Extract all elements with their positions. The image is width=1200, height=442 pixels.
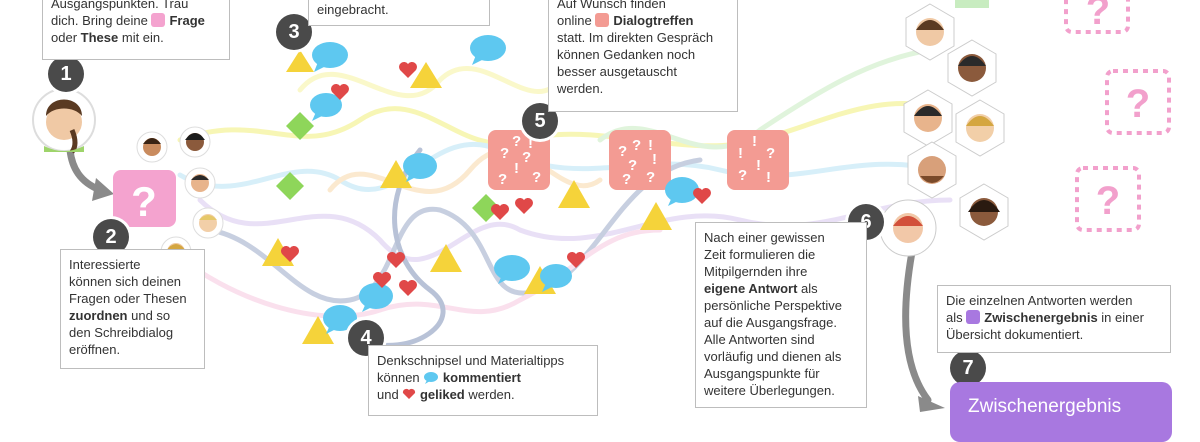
info-box-step1: Ausgangspunkten. Trau dich. Bring deine … bbox=[42, 0, 230, 60]
info-box-step6: Nach einer gewissen Zeit formulieren die… bbox=[695, 222, 867, 408]
frage-square-icon bbox=[151, 13, 166, 27]
avatar-main bbox=[32, 88, 96, 154]
step-badge-3: 3 bbox=[276, 14, 312, 50]
question-glyph: ? bbox=[632, 137, 641, 154]
exclamation-glyph: ! bbox=[514, 160, 519, 177]
diamonds bbox=[276, 112, 500, 222]
zwischenergebnis-box: Zwischenergebnis bbox=[950, 382, 1172, 442]
zwischen-square-icon bbox=[966, 310, 981, 324]
heart-icon bbox=[403, 388, 416, 399]
question-glyph: ? bbox=[622, 171, 631, 188]
dialog-meeting-blocks: ??!? !?? ??!! ??? !!?! ?! bbox=[488, 130, 789, 190]
question-glyph: ? bbox=[500, 145, 509, 162]
question-glyph: ? bbox=[522, 149, 531, 166]
question-glyph: ? bbox=[512, 133, 521, 150]
meeting-block-2 bbox=[609, 130, 671, 190]
question-glyph: ? bbox=[498, 171, 507, 188]
comment-icon bbox=[424, 372, 439, 384]
meeting-block-3 bbox=[727, 130, 789, 190]
question-glyph: ? bbox=[618, 143, 627, 160]
question-glyph: ? bbox=[532, 169, 541, 186]
placeholder-q-2: ? bbox=[1126, 82, 1150, 126]
exclamation-glyph: ! bbox=[738, 145, 743, 162]
question-glyph: ? bbox=[766, 145, 775, 162]
dialog-paths bbox=[167, 47, 953, 348]
triangles bbox=[262, 50, 672, 344]
step-badge-1: 1 bbox=[48, 56, 84, 92]
frage-question-mark: ? bbox=[131, 178, 157, 225]
info-box-step4: Denkschnipsel und Materialtipps können k… bbox=[368, 345, 598, 416]
placeholder-3 bbox=[1075, 166, 1141, 232]
placeholder-1 bbox=[1064, 0, 1130, 34]
exclamation-glyph: ! bbox=[652, 151, 657, 168]
info-box-step2: Interessierte können sich deinen Fragen … bbox=[60, 249, 205, 369]
exclamation-glyph: ! bbox=[766, 169, 771, 186]
comment-bubbles bbox=[310, 35, 699, 334]
exclamation-glyph: ! bbox=[756, 157, 761, 174]
info-box-step3: eingebracht. bbox=[308, 0, 490, 26]
meeting-block-1 bbox=[488, 130, 550, 190]
hearts bbox=[281, 62, 711, 296]
info-box-step5: Auf Wunsch finden online Dialogtreffen s… bbox=[548, 0, 738, 112]
question-glyph: ? bbox=[646, 169, 655, 186]
dialog-square-icon bbox=[595, 13, 610, 27]
question-glyph: ? bbox=[738, 167, 747, 184]
exclamation-glyph: ! bbox=[528, 135, 533, 152]
frage-block: ? bbox=[113, 170, 176, 227]
green-snippet-top bbox=[955, 0, 989, 8]
exclamation-glyph: ! bbox=[648, 137, 653, 154]
placeholder-2 bbox=[1105, 69, 1171, 135]
placeholder-q-1: ? bbox=[1086, 0, 1110, 33]
question-glyph: ? bbox=[628, 157, 637, 174]
flow-arrows bbox=[66, 146, 945, 412]
exclamation-glyph: ! bbox=[752, 133, 757, 150]
step-badge-7: 7 bbox=[950, 350, 986, 386]
placeholder-q-3: ? bbox=[1096, 179, 1120, 223]
answer-placeholders bbox=[1064, 0, 1171, 232]
info-box-step7: Die einzelnen Antworten werden als Zwisc… bbox=[937, 285, 1171, 353]
step-badge-4: 4 bbox=[348, 320, 384, 356]
